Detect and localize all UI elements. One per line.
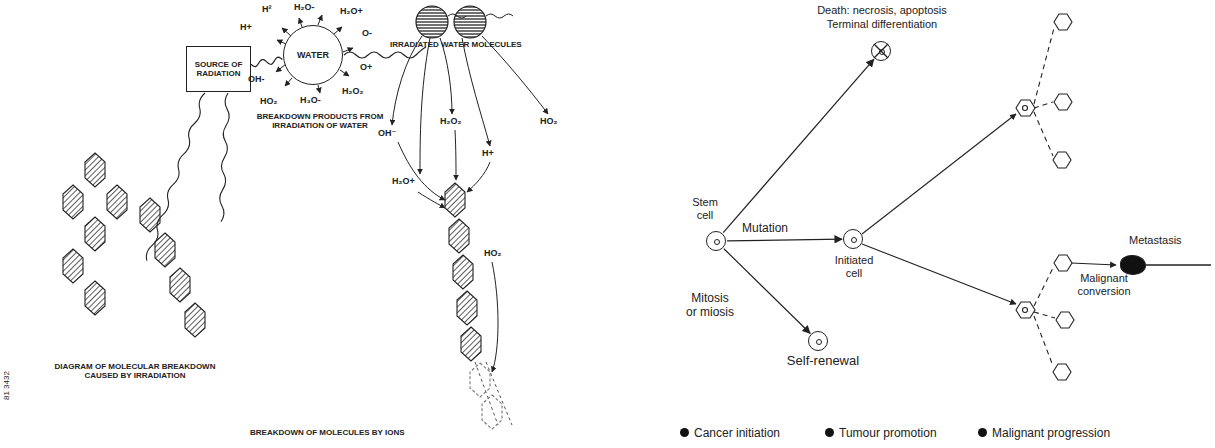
text-label: H₂O+ xyxy=(340,6,363,16)
text-label: HO₂ xyxy=(540,116,558,126)
node-text: Self-renewal xyxy=(783,354,863,369)
lineage-arrow xyxy=(723,59,874,232)
text-label: H² xyxy=(262,4,272,14)
text-label: HO₂ xyxy=(484,248,502,258)
text-label: IRRADIATED WATER MOLECULES xyxy=(390,40,540,49)
text-label: H₂O- xyxy=(294,2,315,12)
legend-text: Cancer initiation xyxy=(694,426,780,440)
molecule-hexagon xyxy=(85,153,105,187)
text-label: OH⁻ xyxy=(378,128,396,138)
lineage-arrow xyxy=(724,249,810,334)
node-text: Death: necrosis, apoptosis xyxy=(792,4,972,17)
node-initiated-cell: Initiated cell xyxy=(843,229,863,249)
lineage-arrow xyxy=(727,239,842,241)
text-label: BREAKDOWN OF MOLECULES BY IONS xyxy=(250,428,450,437)
legend-swatch xyxy=(825,428,834,437)
molecule-hexagon xyxy=(185,303,205,337)
edge-label: Mitosis or miosis xyxy=(686,292,734,320)
death-cross xyxy=(871,41,891,61)
node-text: Metastasis xyxy=(1129,234,1209,247)
cross-stroke xyxy=(874,44,888,58)
text-label: BREAKDOWN PRODUCTS FROM IRRADIATION OF W… xyxy=(250,112,390,130)
molecule-hexagon xyxy=(170,268,190,302)
molecule-hexagon xyxy=(461,327,481,361)
legend-swatch xyxy=(978,428,987,437)
node-dead-cell: Death: necrosis, apoptosisTerminal diffe… xyxy=(871,41,891,61)
molecule-hexagon xyxy=(482,395,502,429)
molecule-hexagon xyxy=(85,281,105,315)
node-text: WATER xyxy=(297,50,329,60)
text-label: H₂O+ xyxy=(392,176,415,186)
node-text: Terminal differentiation xyxy=(792,18,972,31)
molecule-hexagon xyxy=(449,219,469,253)
node-text: Stem cell xyxy=(685,196,725,221)
text-label: O- xyxy=(362,28,372,38)
text-label: DIAGRAM OF MOLECULAR BREAKDOWN CAUSED BY… xyxy=(40,362,230,380)
molecule-hexagon xyxy=(155,233,175,267)
radiation-wave xyxy=(251,57,282,66)
molecule-hexagon xyxy=(453,255,473,289)
text-label: H₂O₂ xyxy=(342,86,364,96)
legend-item: Cancer initiation xyxy=(680,427,780,441)
molecule-hexagon xyxy=(445,183,465,217)
text-label: Malignant conversion xyxy=(1072,272,1136,297)
text-label: OH- xyxy=(248,74,265,84)
text-label: H₃O- xyxy=(300,95,321,105)
text-label: H₂O₂ xyxy=(440,116,462,126)
legend-swatch xyxy=(680,428,689,437)
cell-nucleus xyxy=(816,339,822,345)
molecule-hexagon xyxy=(85,217,105,251)
legend-text: Tumour promotion xyxy=(839,426,937,440)
molecule-hexagon xyxy=(63,249,83,283)
edge-label: Mutation xyxy=(742,222,802,236)
cell-nucleus xyxy=(851,237,857,243)
node-water-circle: WATER xyxy=(283,25,343,85)
molecule-hexagon xyxy=(107,185,127,219)
text-label: O+ xyxy=(360,62,372,72)
text-label: H+ xyxy=(482,148,494,158)
legend-text: Malignant progression xyxy=(992,426,1110,440)
text-label: H+ xyxy=(240,22,252,32)
node-stem-cell: Stem cell xyxy=(706,231,726,251)
molecule-hexagon xyxy=(470,363,490,397)
node-text: SOURCE OF RADIATION xyxy=(190,60,247,78)
legend-item: Malignant progression xyxy=(978,427,1110,441)
text-label: 81 3432 xyxy=(2,371,11,400)
molecule-hexagon xyxy=(63,185,83,219)
cell-nucleus xyxy=(714,239,720,245)
node-source-box: SOURCE OF RADIATION xyxy=(186,46,251,92)
node-text: Initiated cell xyxy=(832,254,876,279)
node-self-renewal-cell: Self-renewal xyxy=(808,331,828,351)
legend-item: Tumour promotion xyxy=(825,427,937,441)
molecule-hexagon xyxy=(457,291,477,325)
text-label: HO₂ xyxy=(260,96,278,106)
